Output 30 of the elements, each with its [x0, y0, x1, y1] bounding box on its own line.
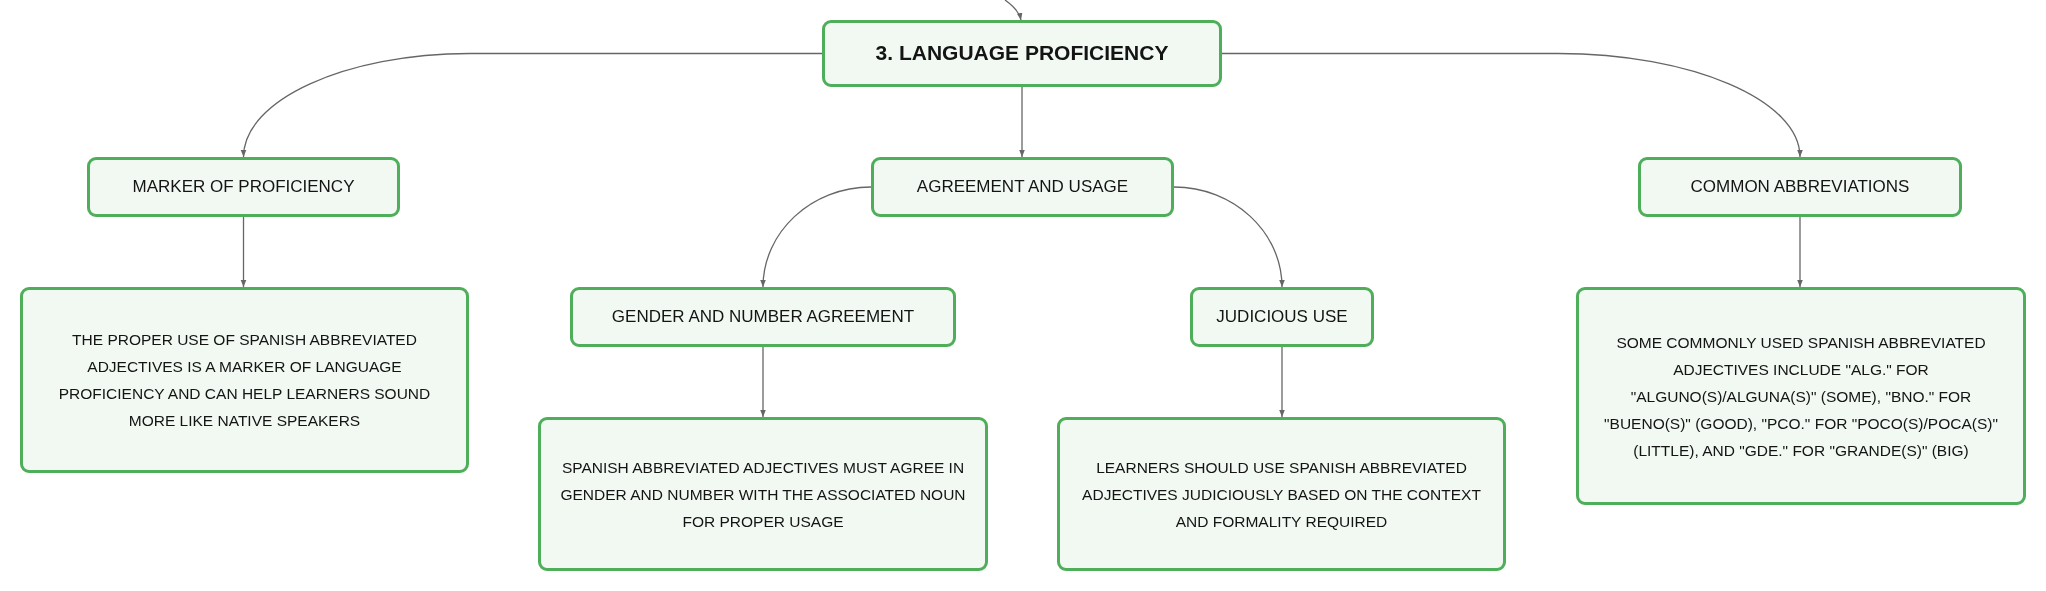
- subtopic-label: COMMON ABBREVIATIONS: [1690, 176, 1910, 198]
- detail-box: [20, 287, 469, 473]
- connector-arrow: [1279, 346, 1285, 418]
- detail-box: [1057, 417, 1506, 571]
- connector-arrow: [760, 346, 766, 418]
- subtopic-label: JUDICIOUS USE: [1216, 306, 1348, 328]
- detail-box: [1576, 287, 2026, 505]
- connector-arrow: [241, 52, 823, 158]
- connector-arrow: [1019, 86, 1025, 158]
- detail-text: SOME COMMONLY USED SPANISH ABBREVIATED ADJECTIVES INCLUDE "ALG." FOR "ALGUNO(S)/ALGUNA(S)" (SOME), "BNO." FOR "BUENO(S)" (GOOD), "PCO." FOR "POCO(S)/POCA(S)" (LITTLE), AND "GDE." FOR "GRANDE(S)" (BIG): [1603, 332, 1999, 461]
- connector-arrow: [240, 216, 247, 288]
- subtopic-label: MARKER OF PROFICIENCY: [132, 176, 355, 198]
- subtopic-box: [871, 157, 1174, 217]
- subtopic-box: [1638, 157, 1962, 217]
- subtopic-label: GENDER AND NUMBER AGREEMENT: [611, 306, 915, 328]
- central-topic-label: 3. LANGUAGE PROFICIENCY: [875, 40, 1169, 67]
- connector-arrow: [760, 186, 872, 288]
- subtopic-box: [87, 157, 400, 217]
- subtopic-box: [1190, 287, 1374, 347]
- connector-arrow: [1004, 0, 1022, 21]
- central-topic-box: [822, 20, 1222, 87]
- detail-text: LEARNERS SHOULD USE SPANISH ABBREVIATED ADJECTIVES JUDICIOUSLY BASED ON THE CONTEXT AND FORMALITY REQUIRED: [1081, 457, 1482, 532]
- detail-box: [538, 417, 988, 571]
- subtopic-label: AGREEMENT AND USAGE: [916, 176, 1129, 198]
- detail-text: THE PROPER USE OF SPANISH ABBREVIATED ADJECTIVES IS A MARKER OF LANGUAGE PROFICIENCY AND CAN HELP LEARNERS SOUND MORE LIKE NATIVE SPEAKERS: [57, 330, 432, 431]
- connector-arrow: [1797, 216, 1803, 288]
- connector-arrow: [1173, 186, 1285, 288]
- detail-text: SPANISH ABBREVIATED ADJECTIVES MUST AGREE IN GENDER AND NUMBER WITH THE ASSOCIATED NOUN FOR PROPER USAGE: [559, 457, 967, 532]
- subtopic-box: [570, 287, 956, 347]
- connector-arrow: [1221, 52, 1802, 158]
